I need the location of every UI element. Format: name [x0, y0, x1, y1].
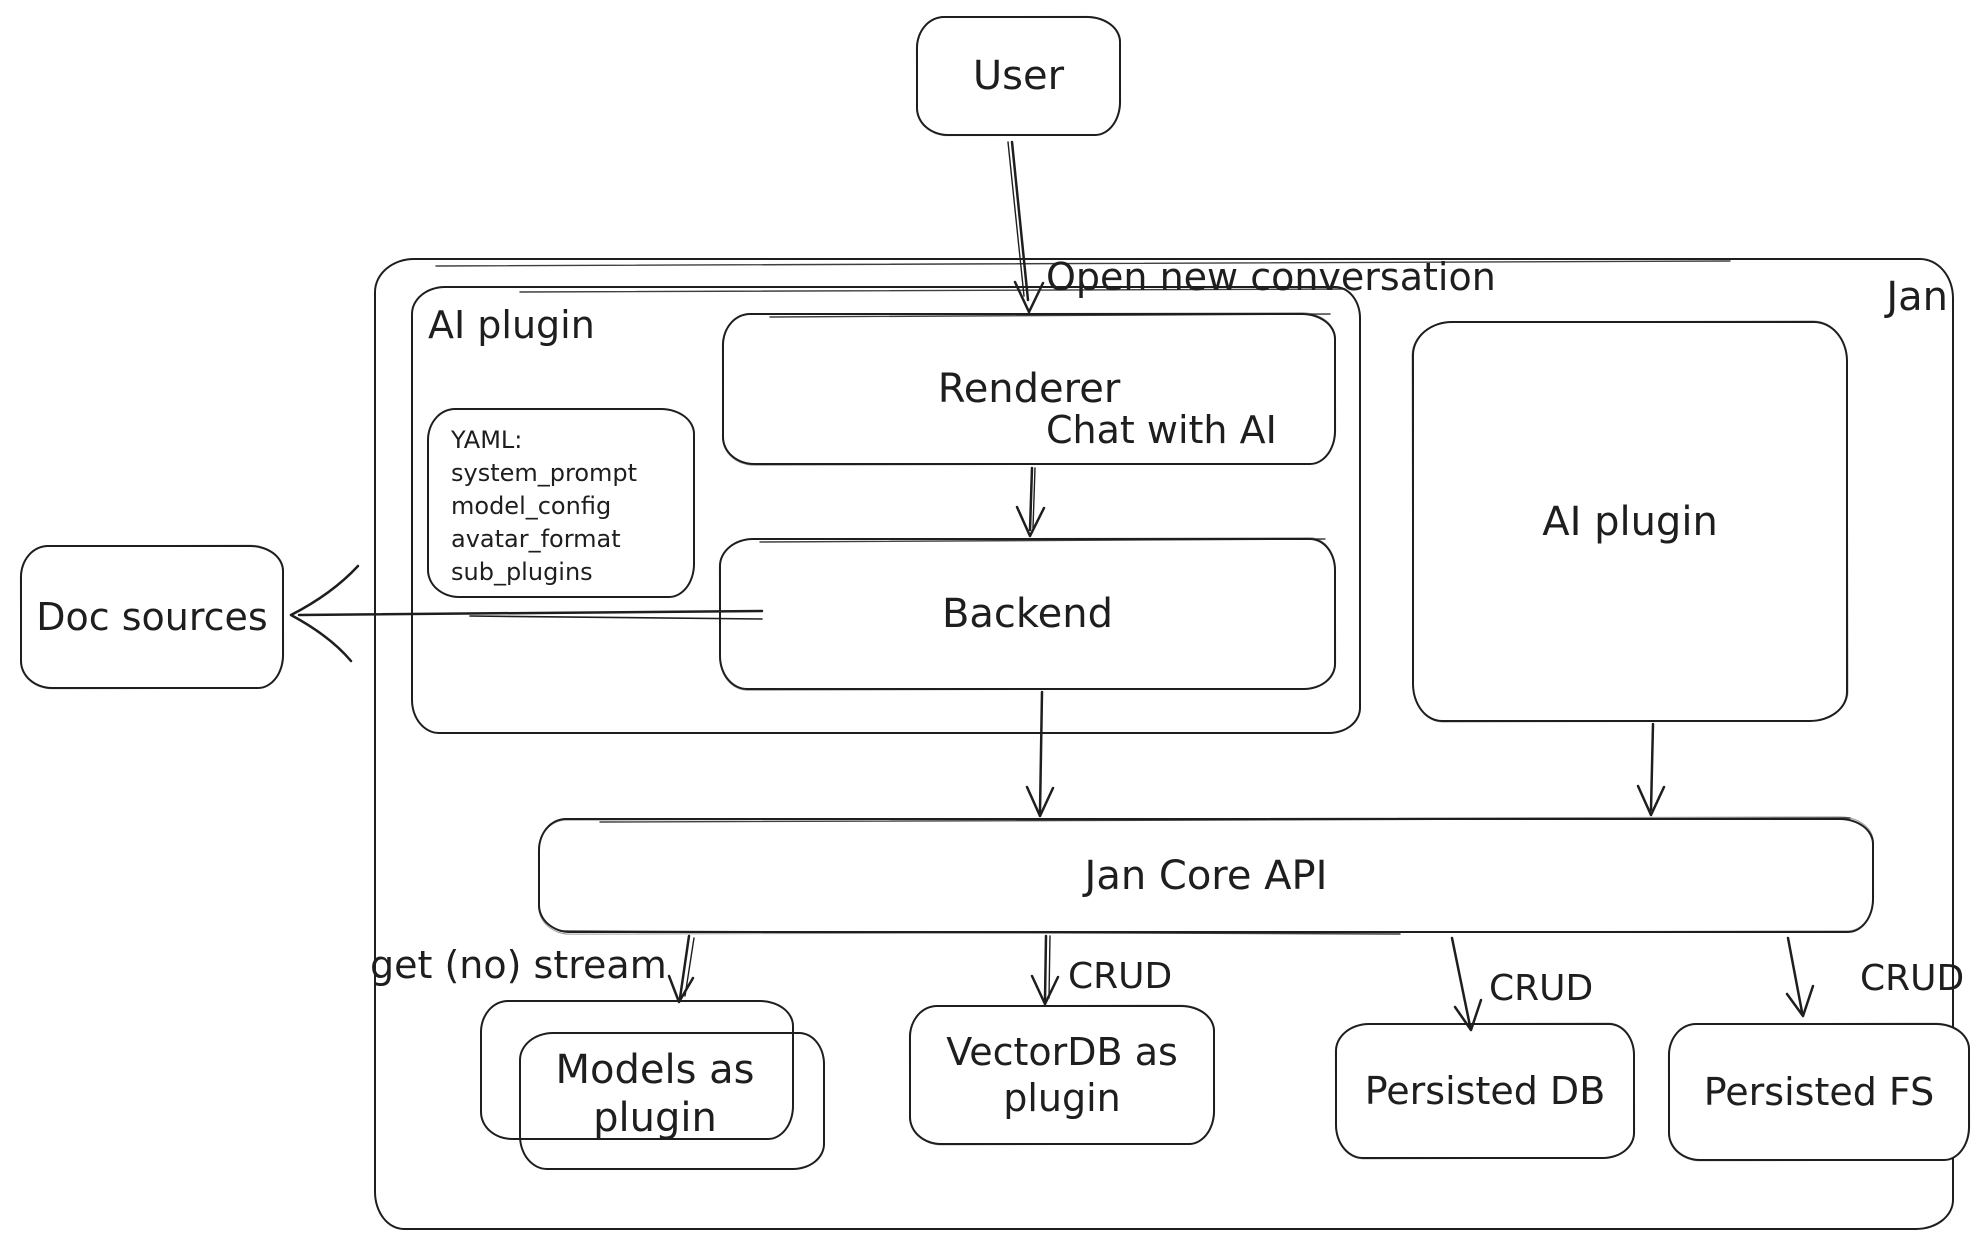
- container-ai-plugin-group-label: AI plugin: [428, 303, 595, 347]
- container-jan: [374, 258, 1954, 1230]
- node-user-label: User: [972, 53, 1065, 99]
- node-models-as-plugin-front-box: [519, 1032, 825, 1170]
- edge-label-get-no-stream: get (no) stream: [370, 943, 667, 987]
- node-backend-label: Backend: [941, 591, 1114, 637]
- note-yaml-line5: sub_plugins: [451, 558, 593, 586]
- edge-label-user-action-line2: Chat with AI: [1046, 408, 1277, 452]
- node-ai-plugin-right: AI plugin: [1412, 321, 1848, 722]
- node-renderer-label: Renderer: [937, 366, 1121, 412]
- node-persisted-fs-label: Persisted FS: [1703, 1070, 1935, 1114]
- node-doc-sources-label: Doc sources: [36, 595, 268, 639]
- node-jan-core-api: Jan Core API: [538, 818, 1874, 933]
- edge-label-crud-vectordb: CRUD: [1068, 956, 1173, 997]
- node-backend: Backend: [719, 538, 1336, 690]
- node-vectordb-as-plugin-label: VectorDB as plugin: [946, 1030, 1178, 1120]
- edge-label-crud-persisted-db: CRUD: [1489, 968, 1594, 1009]
- node-renderer: Renderer: [722, 313, 1336, 465]
- note-yaml-line4: avatar_format: [451, 525, 621, 553]
- node-jan-core-api-label: Jan Core API: [1084, 852, 1328, 899]
- node-ai-plugin-right-label: AI plugin: [1542, 498, 1718, 545]
- container-jan-label: Jan: [1886, 274, 1948, 320]
- edge-label-user-action-line1: Open new conversation: [1046, 255, 1496, 299]
- node-models-as-plugin-label: Models as plugin: [555, 1047, 755, 1141]
- note-yaml-line1: YAML:: [451, 426, 523, 454]
- note-yaml: YAML: system_prompt model_config avatar_…: [427, 408, 695, 598]
- container-ai-plugin-group: [411, 286, 1361, 734]
- node-vectordb-as-plugin: VectorDB as plugin: [909, 1005, 1215, 1145]
- note-yaml-line3: model_config: [451, 492, 612, 520]
- node-doc-sources: Doc sources: [20, 545, 284, 689]
- node-persisted-fs: Persisted FS: [1668, 1023, 1970, 1161]
- node-persisted-db: Persisted DB: [1335, 1023, 1635, 1159]
- node-models-as-plugin-back-box: [480, 1000, 794, 1140]
- edge-label-user-action: Open new conversation Chat with AI: [1046, 150, 1496, 558]
- edge-label-crud-persisted-fs: CRUD: [1860, 958, 1965, 999]
- node-user: User: [916, 16, 1121, 136]
- note-yaml-line2: system_prompt: [451, 459, 638, 487]
- node-persisted-db-label: Persisted DB: [1364, 1069, 1606, 1113]
